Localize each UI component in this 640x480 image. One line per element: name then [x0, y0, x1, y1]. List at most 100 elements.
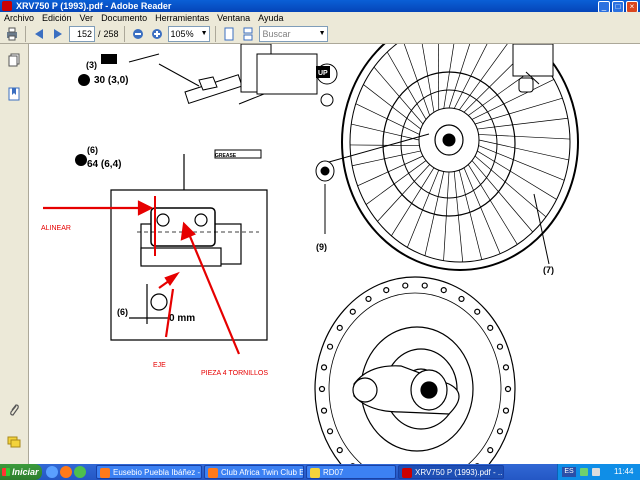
disc-hole [496, 428, 504, 435]
wheel-spoke [424, 171, 445, 256]
disc-hole [458, 295, 465, 303]
wheel-spoke [421, 44, 435, 113]
label-grease: GREASE [215, 153, 237, 159]
torque-icons [75, 54, 330, 166]
annotation-eje: EJE [153, 362, 166, 369]
disc-hole [421, 282, 428, 289]
chevron-down-icon: ▼ [318, 29, 326, 37]
disc-hole [504, 385, 512, 393]
start-button[interactable]: Iniciar [0, 464, 42, 480]
wheel-spoke [403, 44, 431, 116]
volume-icon[interactable] [592, 468, 600, 476]
firefox-quicklaunch-icon[interactable] [60, 466, 72, 478]
disc-hole [365, 295, 372, 303]
zoom-out-button[interactable] [130, 26, 146, 42]
printer-icon [7, 27, 17, 40]
wheel-spoke [350, 144, 420, 146]
wheel-spoke [391, 167, 435, 236]
wheel-spoke [363, 84, 422, 130]
disc-hole [440, 286, 447, 294]
page-separator: / [98, 28, 101, 39]
label-6-detail: (6) [117, 307, 128, 317]
toolbar-separator [25, 25, 26, 42]
taskbar-item-club-africa-twin[interactable]: Club Africa Twin Club Es... [204, 465, 304, 479]
label-torque-64: 64 (6,4) [87, 159, 121, 170]
adobe-reader-icon [2, 1, 12, 11]
wheel-spoke [477, 117, 568, 130]
disc-hole [474, 308, 481, 315]
continuous-view-button[interactable] [240, 26, 256, 42]
menu-ventana[interactable]: Ventana [217, 13, 251, 23]
clock: 11:44 [614, 467, 634, 476]
menu-herramientas[interactable]: Herramientas [155, 13, 210, 23]
folder-icon [310, 468, 320, 478]
wheel-spoke [352, 150, 421, 167]
annotation-pieza: PIEZA 4 TORNILLOS [201, 370, 268, 377]
disc-hole [336, 324, 343, 331]
zoom-select[interactable]: 105% ▼ [167, 25, 210, 42]
label-6-top: (6) [87, 145, 98, 155]
page-number-input[interactable]: 152 [69, 25, 95, 42]
wheel-spoke [458, 44, 508, 111]
wheel-spoke [477, 150, 557, 200]
wheel-spoke [448, 44, 471, 109]
pages-panel-button[interactable] [7, 52, 21, 68]
wheel-spoke [453, 44, 488, 109]
label-7: (7) [543, 265, 554, 275]
menu-documento[interactable]: Documento [101, 13, 148, 23]
taskbar-item-rd07[interactable]: RD07 [306, 465, 396, 479]
wheel-spoke [443, 171, 450, 261]
network-icon[interactable] [580, 468, 588, 476]
disc-hole [320, 407, 328, 414]
firefox-icon [208, 468, 218, 478]
wheel-spoke [377, 164, 430, 222]
maximize-button[interactable]: □ [612, 1, 624, 13]
continuous-pages-icon [243, 27, 253, 40]
disc-hole [336, 447, 343, 454]
previous-page-button[interactable] [31, 26, 47, 42]
attachments-panel-button[interactable] [7, 402, 21, 418]
taskbar-item-eusebio[interactable]: Eusebio Puebla Ibáñez - ... [96, 465, 202, 479]
menu-ver[interactable]: Ver [79, 13, 94, 23]
language-indicator[interactable]: ES [562, 467, 576, 477]
paperclip-icon [10, 404, 19, 416]
wheel-spoke [355, 103, 420, 135]
title-bar: XRV750 P (1993).pdf - Adobe Reader _ □ × [0, 0, 640, 13]
label-9: (9) [316, 242, 327, 252]
annotation-alinear: ALINEAR [41, 225, 71, 232]
bookmarks-panel-button[interactable] [7, 86, 21, 102]
menu-ayuda[interactable]: Ayuda [258, 13, 284, 23]
disc-hole [318, 385, 326, 393]
app-quicklaunch-icon[interactable] [74, 466, 86, 478]
arrow-right-icon [54, 28, 62, 39]
disc-hole [502, 407, 510, 414]
disc-hole [487, 324, 494, 331]
wheel-spoke [351, 123, 420, 141]
firefox-icon [100, 468, 110, 478]
adobe-reader-icon [402, 468, 412, 478]
print-button[interactable] [4, 26, 20, 42]
wheel-spoke [386, 51, 427, 120]
zoom-in-button[interactable] [149, 26, 165, 42]
start-label: Iniciar [12, 467, 39, 477]
document-view[interactable]: (3) 30 (3,0) (6) 64 (6,4) GREASE (9) (7)… [29, 44, 640, 464]
wheel-spoke [478, 139, 569, 161]
zoom-value: 105% [170, 28, 194, 39]
zoom-out-icon [132, 28, 143, 39]
next-page-button[interactable] [50, 26, 66, 42]
disc-hole [496, 343, 504, 350]
menu-edicion[interactable]: Edición [42, 13, 72, 23]
red-annotations [43, 196, 241, 355]
wheel-spoke [471, 79, 555, 120]
wheel-spoke [478, 145, 565, 181]
arrow-left-icon [35, 28, 43, 39]
menu-archivo[interactable]: Archivo [4, 13, 35, 23]
wheel-spoke [365, 160, 427, 205]
page-total: 258 [103, 28, 119, 39]
comments-panel-button[interactable] [7, 434, 21, 450]
brake-disc-drawing [314, 276, 516, 464]
taskbar-item-adobe-reader[interactable]: XRV750 P (1993).pdf - ... [398, 465, 504, 479]
search-input[interactable]: Buscar ▼ [258, 25, 328, 42]
single-page-view-button[interactable] [221, 26, 237, 42]
ie-quicklaunch-icon[interactable] [46, 466, 58, 478]
